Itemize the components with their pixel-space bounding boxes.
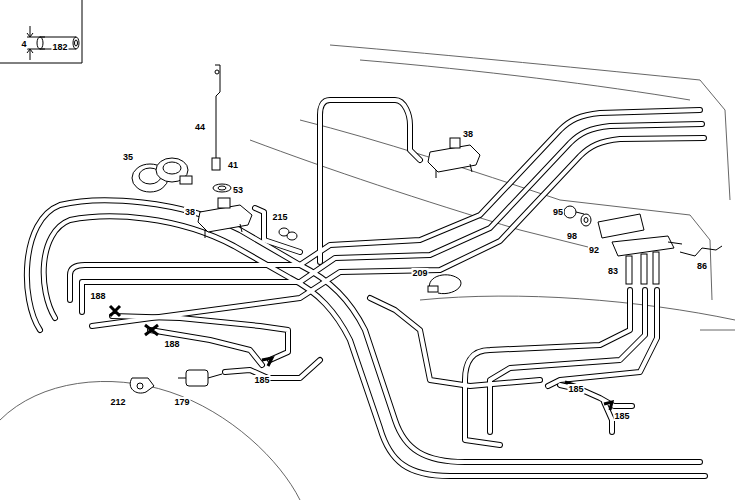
callout-number: 35 (122, 152, 134, 162)
callout-number: 41 (227, 160, 239, 170)
callout-number: 38 (462, 129, 474, 139)
callout-number: 212 (109, 397, 126, 407)
callout-number: 92 (588, 245, 600, 255)
callout-number: 98 (566, 231, 578, 241)
callout-number: 188 (163, 339, 180, 349)
callout-number: 215 (271, 212, 288, 222)
callout-number: 209 (411, 268, 428, 278)
callout-number: 38 (184, 207, 196, 217)
callout-number: 188 (89, 291, 106, 301)
callout-number: 44 (194, 122, 206, 132)
callout-number: 185 (567, 384, 584, 394)
callout-number: 182 (51, 42, 68, 52)
callout-number: 179 (173, 397, 190, 407)
callout-number: 83 (607, 266, 619, 276)
callout-number: 4 (20, 39, 27, 49)
callout-number: 185 (253, 375, 270, 385)
callout-number: 95 (552, 207, 564, 217)
callout-number: 185 (613, 411, 630, 421)
callout-number: 86 (696, 261, 708, 271)
callout-number: 53 (232, 185, 244, 195)
